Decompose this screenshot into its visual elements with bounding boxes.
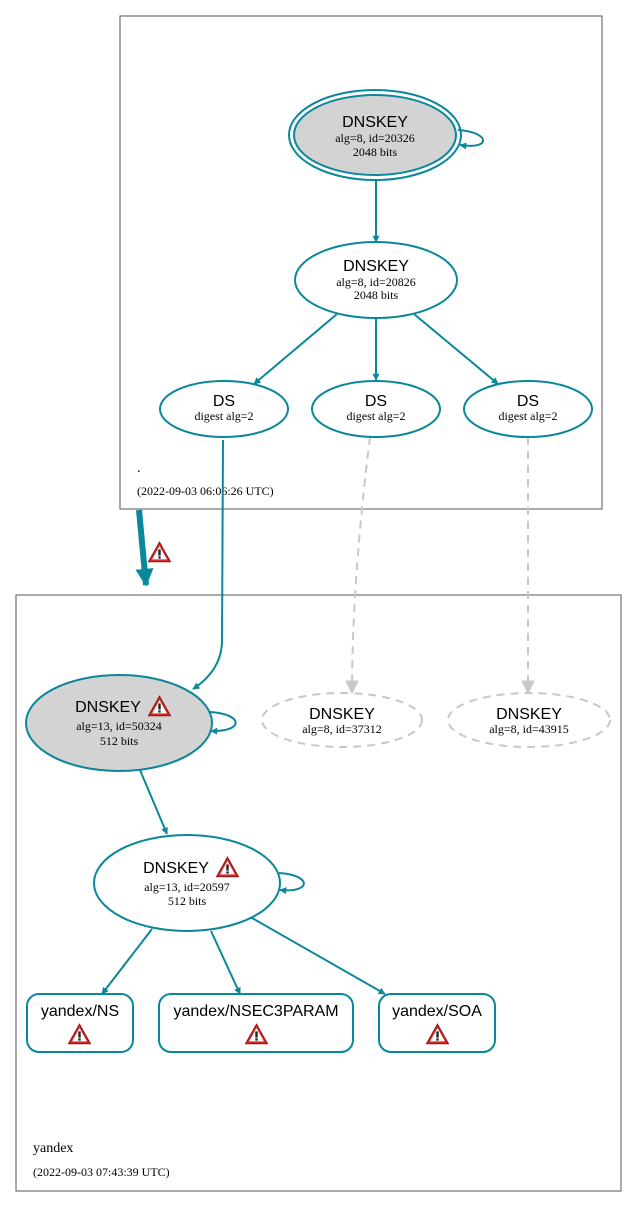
root-ksk-outer-ring bbox=[288, 89, 462, 181]
root-zsk-to-ds1-edge bbox=[253, 313, 338, 385]
ds1-to-child-ksk-edge bbox=[192, 439, 224, 690]
child-zsk-ellipse bbox=[93, 834, 281, 932]
child-zsk-to-nsec3param-edge bbox=[210, 930, 241, 995]
missing-key-1-line1: alg=8, id=37312 bbox=[302, 722, 382, 736]
root-zone-timestamp: (2022-09-03 06:06:26 UTC) bbox=[137, 484, 274, 498]
ds-3-ellipse bbox=[463, 380, 593, 438]
rrset-nsec3param-label: yandex/NSEC3PARAM bbox=[173, 1003, 338, 1020]
rrset-soa-label: yandex/SOA bbox=[392, 1003, 482, 1020]
rrset-ns[interactable]: yandex/NS bbox=[26, 993, 134, 1053]
child-ksk-node[interactable]: DNSKEY alg=13, id=50324 512 bits bbox=[25, 674, 213, 772]
child-ksk-line1: alg=13, id=50324 bbox=[76, 719, 162, 733]
child-ksk-ellipse bbox=[25, 674, 213, 772]
ds-2-ellipse bbox=[311, 380, 441, 438]
root-ksk-inner bbox=[293, 94, 457, 176]
delegation-warning-icon bbox=[147, 541, 172, 563]
root-zsk-ellipse bbox=[294, 241, 458, 319]
rrset-nsec3param[interactable]: yandex/NSEC3PARAM bbox=[158, 993, 354, 1053]
root-ksk-title: DNSKEY bbox=[342, 114, 408, 131]
root-zsk-to-ds3-edge bbox=[413, 313, 499, 385]
rrset-soa[interactable]: yandex/SOA bbox=[378, 993, 496, 1053]
child-ksk-self-sign-edge bbox=[209, 711, 237, 735]
missing-key-node-2[interactable]: DNSKEY alg=8, id=43915 bbox=[447, 692, 611, 748]
ds-1-ellipse bbox=[159, 380, 289, 438]
root-ksk-line1: alg=8, id=20326 bbox=[335, 131, 415, 145]
child-zsk-to-soa-edge bbox=[251, 917, 386, 995]
ds-1-line1: digest alg=2 bbox=[194, 409, 253, 423]
root-zsk-line1: alg=8, id=20826 bbox=[336, 275, 416, 289]
child-ksk-line2: 512 bits bbox=[100, 734, 139, 748]
child-zsk-node[interactable]: DNSKEY alg=13, id=20597 512 bits bbox=[93, 834, 281, 932]
child-zone: yandex (2022-09-03 07:43:39 UTC) bbox=[15, 594, 622, 1192]
rrset-ns-box bbox=[26, 993, 134, 1053]
ds-1-title: DS bbox=[213, 393, 235, 410]
child-zsk-line1: alg=13, id=20597 bbox=[144, 880, 230, 894]
child-zsk-to-ns-edge bbox=[101, 928, 153, 995]
root-zone-name: . bbox=[137, 461, 141, 476]
missing-key-1-ellipse bbox=[261, 692, 423, 748]
child-zone-name: yandex bbox=[33, 1141, 73, 1156]
ds2-to-missing-key-edge bbox=[345, 436, 371, 695]
missing-key-2-title: DNSKEY bbox=[496, 706, 562, 723]
child-zsk-line2: 512 bits bbox=[168, 894, 207, 908]
missing-key-node-1[interactable]: DNSKEY alg=8, id=37312 bbox=[261, 692, 423, 748]
ds-node-2[interactable]: DS digest alg=2 bbox=[311, 380, 441, 438]
root-zsk-node[interactable]: DNSKEY alg=8, id=20826 2048 bits bbox=[294, 241, 458, 319]
child-zsk-title: DNSKEY bbox=[143, 860, 209, 877]
child-zone-box bbox=[15, 594, 622, 1192]
child-ksk-title: DNSKEY bbox=[75, 699, 141, 716]
rrset-ns-label: yandex/NS bbox=[41, 1003, 119, 1020]
missing-key-1-title: DNSKEY bbox=[309, 706, 375, 723]
missing-key-2-ellipse bbox=[447, 692, 611, 748]
root-zsk-title: DNSKEY bbox=[343, 258, 409, 275]
missing-key-2-line1: alg=8, id=43915 bbox=[489, 722, 569, 736]
root-ksk-node[interactable]: DNSKEY alg=8, id=20326 2048 bits bbox=[288, 89, 462, 181]
ds-2-title: DS bbox=[365, 393, 387, 410]
ds-node-3[interactable]: DS digest alg=2 bbox=[463, 380, 593, 438]
rrset-soa-box bbox=[378, 993, 496, 1053]
ds-3-title: DS bbox=[517, 393, 539, 410]
child-ksk-to-zsk-edge bbox=[139, 769, 168, 835]
ds-2-line1: digest alg=2 bbox=[346, 409, 405, 423]
root-zsk-line2: 2048 bits bbox=[354, 288, 399, 302]
delegation-edge bbox=[135, 509, 154, 587]
root-ksk-line2: 2048 bits bbox=[353, 145, 398, 159]
ds-3-line1: digest alg=2 bbox=[498, 409, 557, 423]
rrset-nsec3param-box bbox=[158, 993, 354, 1053]
root-ksk-self-sign-edge bbox=[457, 129, 484, 150]
child-zsk-self-sign-edge bbox=[278, 872, 305, 895]
ds-node-1[interactable]: DS digest alg=2 bbox=[159, 380, 289, 438]
child-zone-timestamp: (2022-09-03 07:43:39 UTC) bbox=[33, 1165, 170, 1179]
